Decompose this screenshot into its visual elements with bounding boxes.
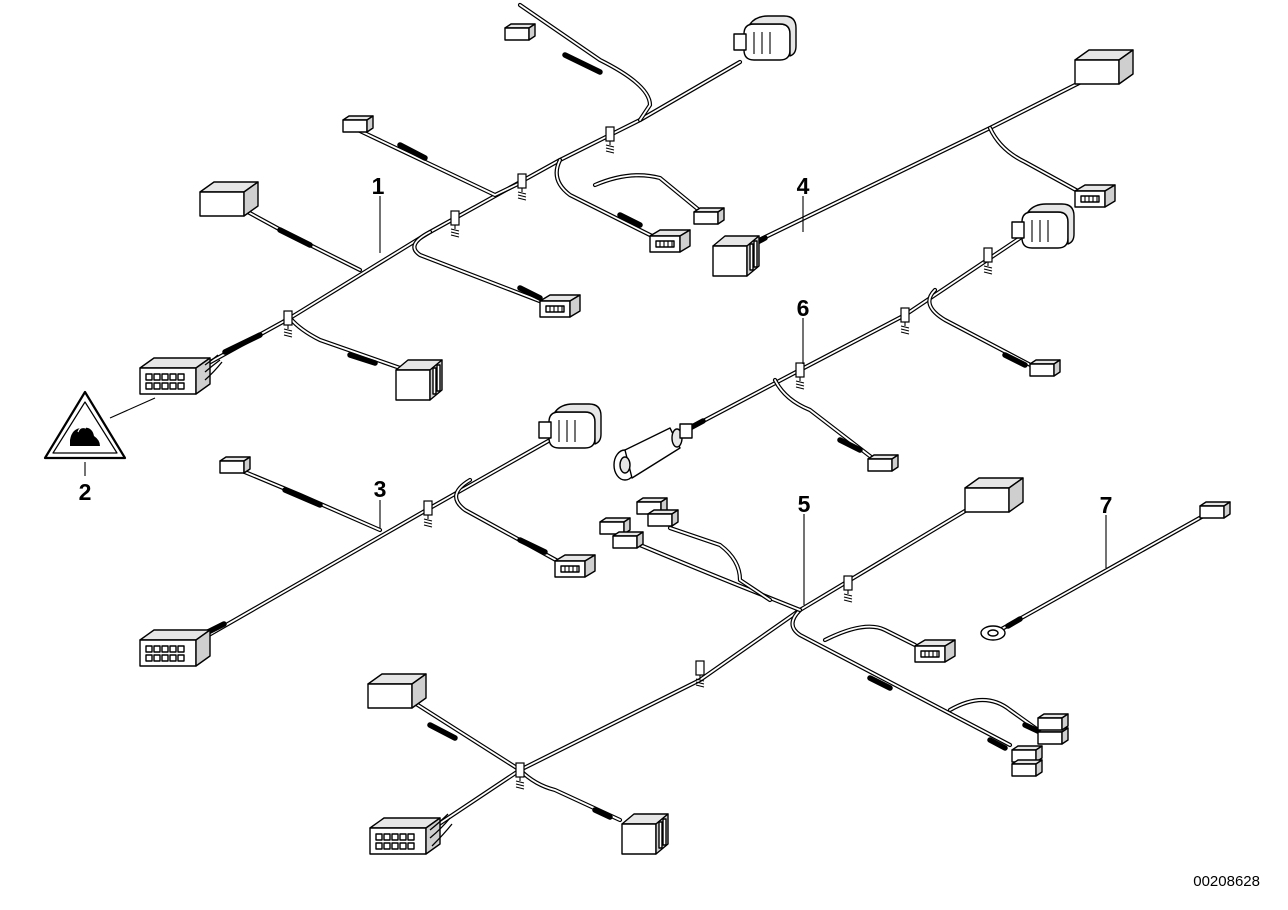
harness-6	[613, 203, 1075, 481]
callout-6: 6	[797, 295, 810, 321]
sensor-plug-icon	[613, 423, 693, 481]
callout-2: 2	[79, 479, 92, 505]
document-number: 00208628	[1193, 873, 1260, 890]
ring-terminal-icon	[980, 625, 1006, 641]
callout-5: 5	[798, 491, 811, 517]
callout-7: 7	[1100, 492, 1113, 518]
harness-1	[139, 2, 797, 401]
callout-3: 3	[374, 476, 387, 502]
leader-lines	[84, 196, 1107, 605]
warning-triangle-label-icon	[43, 390, 156, 460]
harness-5	[367, 477, 1069, 855]
callout-1: 1	[372, 173, 385, 199]
callout-4: 4	[797, 173, 810, 199]
ground-lead-7	[980, 501, 1231, 641]
harness-3	[139, 403, 602, 667]
harness-4	[712, 49, 1134, 277]
